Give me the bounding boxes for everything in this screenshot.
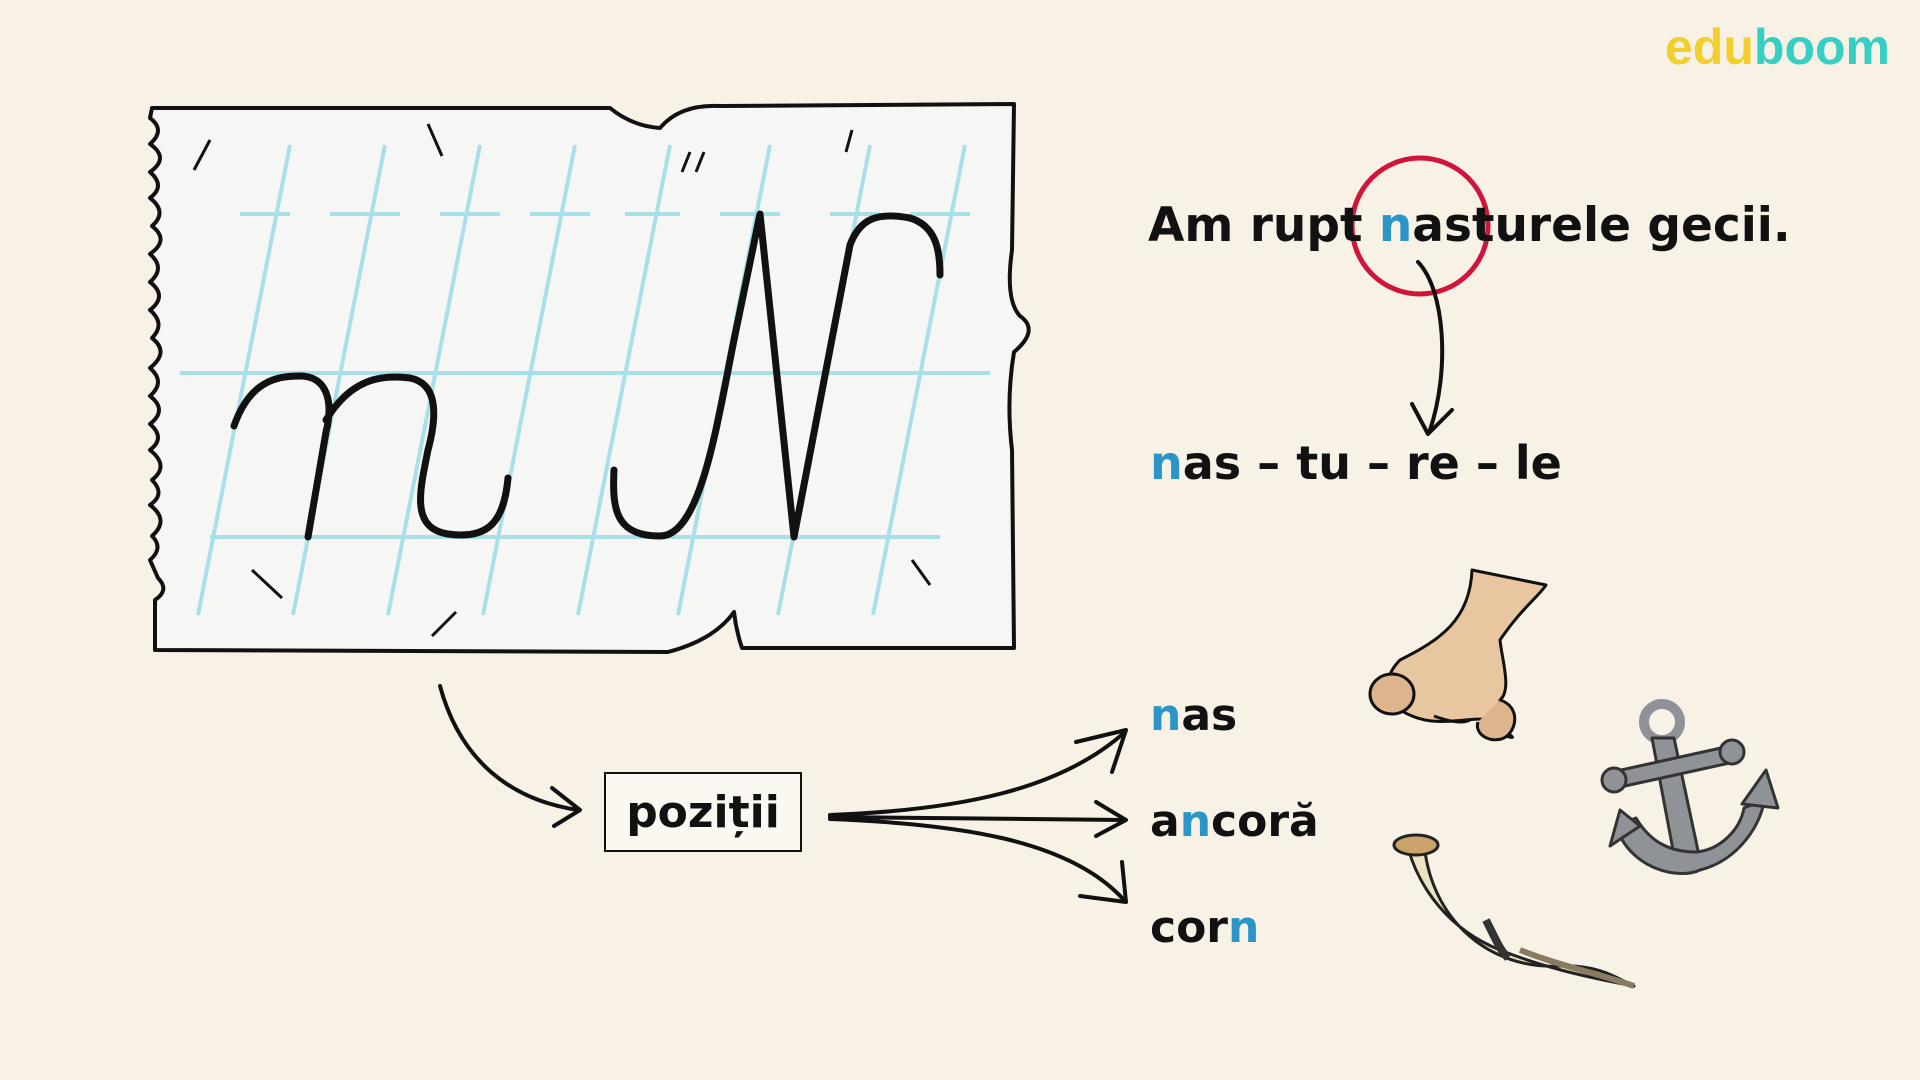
word-highlight-letter: n bbox=[1150, 690, 1182, 741]
word-ancora: ancoră bbox=[1150, 796, 1319, 847]
brand-part-1: edu bbox=[1665, 19, 1754, 75]
word-part: cor bbox=[1150, 902, 1229, 953]
syllable-split: nas – tu – re – le bbox=[1150, 436, 1562, 490]
word-corn: corn bbox=[1150, 902, 1259, 953]
curved-arrow-to-box bbox=[438, 684, 582, 828]
brand-logo: eduboom bbox=[1665, 18, 1890, 76]
arrows-to-words bbox=[828, 728, 1128, 904]
down-arrow bbox=[1410, 260, 1454, 436]
word-highlight-letter: n bbox=[1179, 796, 1212, 847]
word-part: as bbox=[1181, 690, 1238, 741]
horn-icon bbox=[1392, 833, 1636, 989]
brand-part-2: boom bbox=[1753, 19, 1890, 75]
sentence-after: asturele gecii. bbox=[1412, 198, 1791, 253]
word-nas: nas bbox=[1150, 690, 1237, 741]
word-highlight-letter: n bbox=[1228, 902, 1260, 953]
word-part: a bbox=[1150, 796, 1180, 847]
notebook-paper bbox=[148, 102, 1031, 654]
word-part: coră bbox=[1211, 796, 1319, 847]
sentence-before: Am rupt bbox=[1148, 198, 1379, 253]
sentence-highlight-letter: n bbox=[1378, 198, 1413, 253]
example-sentence: Am rupt nasturele gecii. bbox=[1148, 198, 1791, 253]
handwritten-uppercase-N bbox=[610, 210, 944, 541]
highlight-circle bbox=[1349, 155, 1491, 297]
handwritten-lowercase-n bbox=[230, 372, 512, 541]
syllable-rest: as – tu – re – le bbox=[1182, 436, 1562, 490]
anchor-icon bbox=[1600, 699, 1780, 875]
nose-icon bbox=[1368, 568, 1548, 742]
positions-box: poziții bbox=[604, 772, 802, 852]
syllable-highlight-letter: n bbox=[1150, 436, 1183, 490]
positions-label: poziții bbox=[626, 786, 780, 838]
